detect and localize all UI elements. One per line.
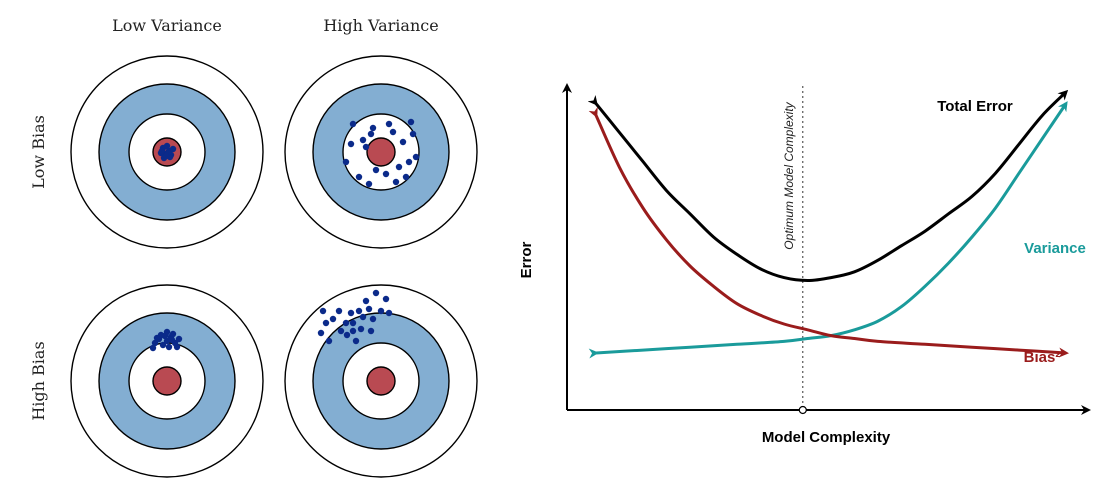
- shot-dot: [409, 130, 417, 138]
- shot-dot: [359, 136, 367, 144]
- shot-dot: [382, 295, 390, 303]
- shot-dot: [169, 145, 177, 153]
- shot-dot: [349, 120, 357, 128]
- shot-dot: [385, 309, 393, 317]
- shot-dot: [347, 309, 355, 317]
- shot-dot: [392, 178, 400, 186]
- shot-dot: [402, 173, 410, 181]
- shot-dot: [412, 153, 420, 161]
- shot-dot: [317, 329, 325, 337]
- shot-dot: [367, 130, 375, 138]
- shot-dot: [372, 166, 380, 174]
- shot-dot: [372, 289, 380, 297]
- target-low-bias-high-variance: [284, 55, 478, 249]
- shot-dot: [369, 315, 377, 323]
- optimum-label: Optimum Model Complexity: [782, 101, 796, 249]
- shot-dot: [335, 307, 343, 315]
- bias-variance-targets: Low Variance High Variance Low Bias High…: [29, 16, 478, 478]
- optimum-marker: [798, 405, 807, 415]
- y-axis-label: Error: [518, 242, 535, 279]
- shot-dot: [359, 313, 367, 321]
- series-bias: [588, 106, 1069, 358]
- shot-dot: [163, 328, 171, 336]
- error-curves-chart: Error Model Complexity Optimum Model Com…: [518, 83, 1091, 446]
- shot-dot: [365, 305, 373, 313]
- col-header-high-variance: High Variance: [323, 16, 438, 35]
- row-header-low-bias: Low Bias: [29, 115, 48, 189]
- series-variance: [588, 101, 1068, 359]
- shot-dot: [389, 128, 397, 136]
- shot-dot: [349, 327, 357, 335]
- shot-dot: [399, 138, 407, 146]
- shot-dot: [163, 337, 171, 345]
- shot-dot: [347, 140, 355, 148]
- shot-dot: [168, 336, 176, 344]
- shot-dot: [162, 152, 170, 160]
- shot-dot: [337, 327, 345, 335]
- shot-dot: [405, 158, 413, 166]
- shot-dot: [357, 325, 365, 333]
- target-bullseye: [152, 366, 182, 396]
- shot-dot: [362, 297, 370, 305]
- shot-dot: [149, 344, 157, 352]
- target-high-bias-high-variance: [284, 284, 478, 478]
- shot-dot: [352, 337, 360, 345]
- shot-dot: [342, 319, 350, 327]
- shot-dot: [342, 158, 350, 166]
- shot-dot: [319, 307, 327, 315]
- label-variance: Variance: [1024, 240, 1086, 257]
- label-bias: Bias²: [1024, 349, 1061, 366]
- shot-dot: [377, 307, 385, 315]
- label-total-error: Total Error: [937, 98, 1013, 115]
- shot-dot: [165, 343, 173, 351]
- shot-dot: [159, 341, 167, 349]
- shot-dot: [365, 180, 373, 188]
- shot-dot: [355, 307, 363, 315]
- shot-dot: [322, 319, 330, 327]
- target-bullseye: [366, 366, 396, 396]
- shot-dot: [163, 142, 171, 150]
- shot-dot: [153, 334, 161, 342]
- shot-dot: [362, 143, 370, 151]
- shot-dot: [343, 331, 351, 339]
- shot-dot: [385, 120, 393, 128]
- shot-dot: [395, 163, 403, 171]
- shot-dot: [349, 319, 357, 327]
- target-high-bias-low-variance: [70, 284, 264, 478]
- shot-dot: [407, 118, 415, 126]
- col-header-low-variance: Low Variance: [112, 16, 222, 35]
- targets-layer: [70, 55, 478, 478]
- shot-dot: [151, 339, 159, 347]
- row-header-high-bias: High Bias: [29, 341, 48, 420]
- x-axis-label: Model Complexity: [762, 429, 891, 446]
- series-total-error: [587, 89, 1069, 283]
- shot-dot: [369, 124, 377, 132]
- shot-dot: [175, 335, 183, 343]
- shot-dot: [173, 343, 181, 351]
- shot-dot: [169, 330, 177, 338]
- target-low-bias-low-variance: [70, 55, 264, 249]
- shot-dot: [325, 337, 333, 345]
- shot-dot: [158, 147, 166, 155]
- shot-dot: [355, 173, 363, 181]
- shot-dot: [367, 327, 375, 335]
- target-bullseye: [366, 137, 396, 167]
- shot-dot: [382, 170, 390, 178]
- shot-dot: [329, 315, 337, 323]
